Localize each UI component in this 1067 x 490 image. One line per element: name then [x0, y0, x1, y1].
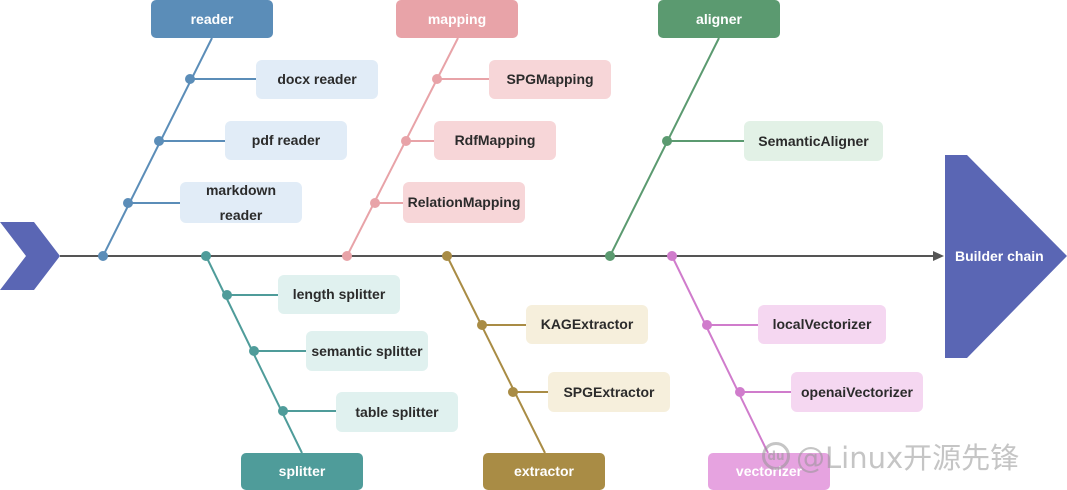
- category-reader: reader: [151, 0, 273, 38]
- fish-tail: [0, 222, 60, 290]
- branch-dot-mapping-0: [432, 74, 442, 84]
- head-label: Builder chain: [955, 248, 1044, 264]
- branch-dot-splitter-0: [222, 290, 232, 300]
- node-splitter-2: table splitter: [336, 392, 458, 432]
- spine-dot-vectorizer: [667, 251, 677, 261]
- branch-dot-reader-0: [185, 74, 195, 84]
- spine-dot-mapping: [342, 251, 352, 261]
- branch-dot-vectorizer-0: [702, 320, 712, 330]
- fish-head: [945, 155, 1067, 358]
- node-extractor-1: SPGExtractor: [548, 372, 670, 412]
- node-splitter-0: length splitter: [278, 275, 400, 314]
- spine-dot-extractor: [442, 251, 452, 261]
- node-extractor-0: KAGExtractor: [526, 305, 648, 344]
- category-extractor: extractor: [483, 453, 605, 490]
- branch-line-aligner: [609, 37, 720, 257]
- branch-line-mapping: [346, 37, 459, 257]
- node-aligner-0: SemanticAligner: [744, 121, 883, 161]
- category-vectorizer: vectorizer: [708, 453, 830, 490]
- node-reader-1: pdf reader: [225, 121, 347, 160]
- spine-dot-reader: [98, 251, 108, 261]
- node-mapping-2: RelationMapping: [403, 182, 525, 223]
- category-splitter: splitter: [241, 453, 363, 490]
- category-mapping: mapping: [396, 0, 518, 38]
- node-vectorizer-1: openaiVectorizer: [791, 372, 923, 412]
- branch-dot-reader-1: [154, 136, 164, 146]
- node-splitter-1: semantic splitter: [306, 331, 428, 371]
- branch-dot-extractor-1: [508, 387, 518, 397]
- node-mapping-1: RdfMapping: [434, 121, 556, 160]
- spine-dot-splitter: [201, 251, 211, 261]
- branch-line-reader: [102, 37, 213, 257]
- branch-line-extractor: [446, 255, 546, 454]
- branch-dot-mapping-2: [370, 198, 380, 208]
- node-mapping-0: SPGMapping: [489, 60, 611, 99]
- category-aligner: aligner: [658, 0, 780, 38]
- node-reader-2: markdown reader: [180, 182, 302, 223]
- branch-dot-mapping-1: [401, 136, 411, 146]
- branch-dot-splitter-2: [278, 406, 288, 416]
- branch-dot-vectorizer-1: [735, 387, 745, 397]
- branch-dot-reader-2: [123, 198, 133, 208]
- node-reader-0: docx reader: [256, 60, 378, 99]
- branch-dot-splitter-1: [249, 346, 259, 356]
- node-vectorizer-0: localVectorizer: [758, 305, 886, 344]
- branch-dot-extractor-0: [477, 320, 487, 330]
- spine-arrow-icon: [933, 251, 944, 261]
- branch-line-vectorizer: [671, 255, 769, 454]
- spine-dot-aligner: [605, 251, 615, 261]
- branch-dot-aligner-0: [662, 136, 672, 146]
